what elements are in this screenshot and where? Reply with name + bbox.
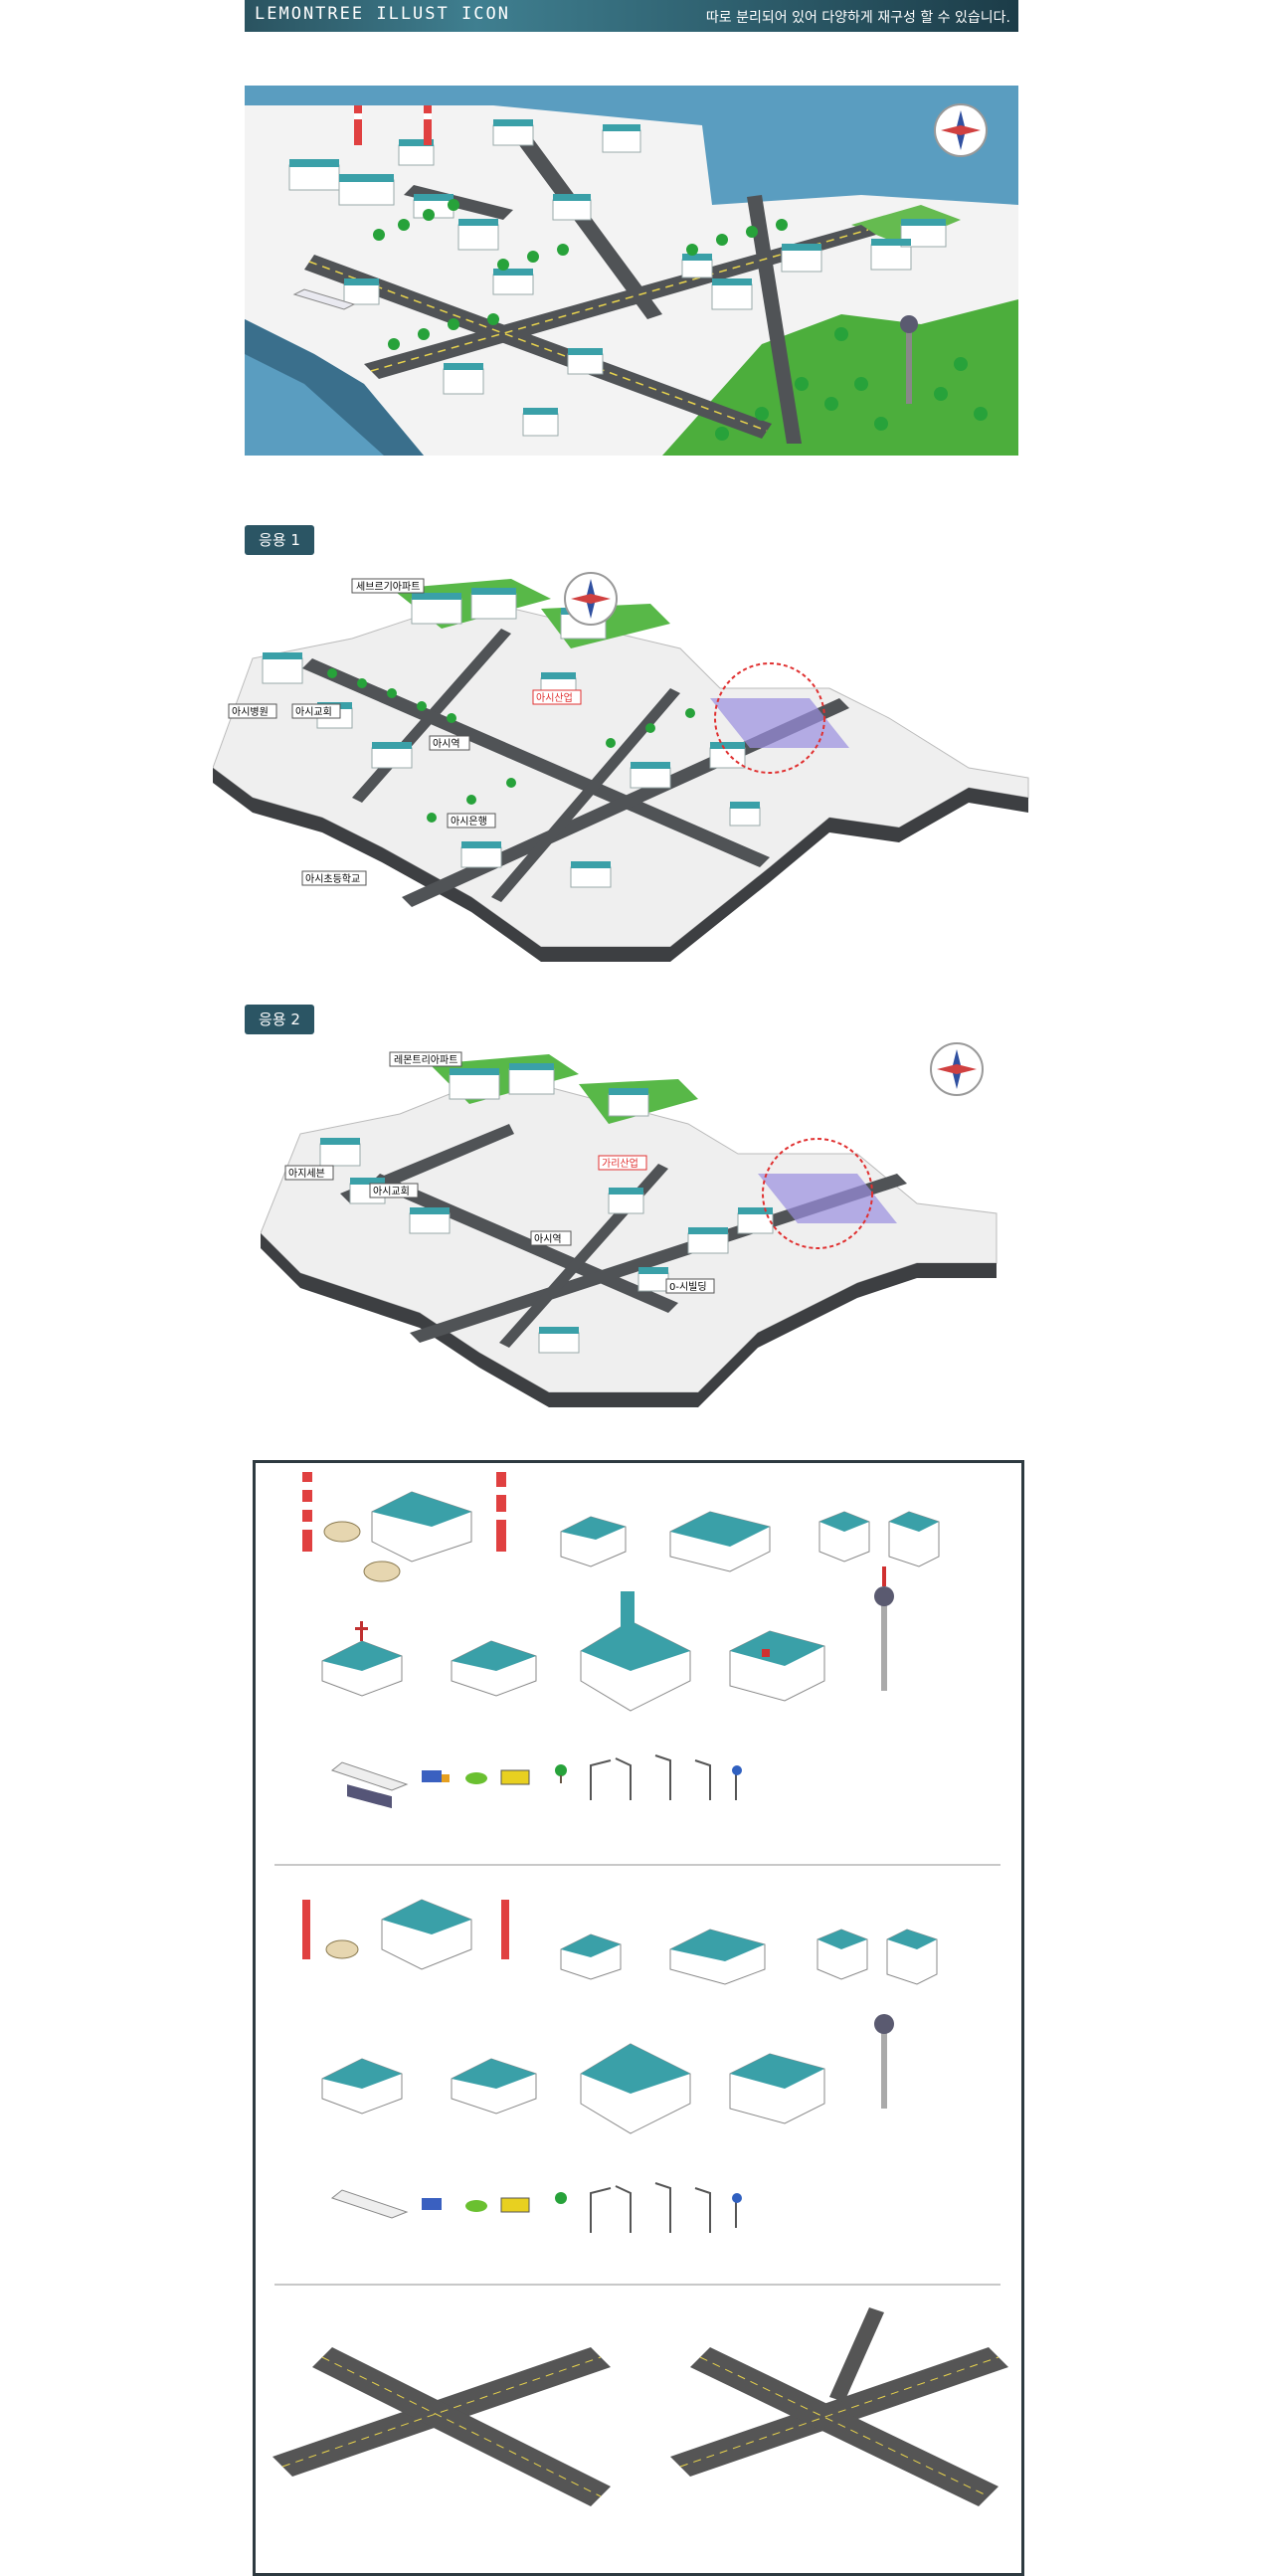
train-station-icon (580, 1591, 691, 1712)
office-icon (560, 1516, 627, 1567)
hospital-icon (729, 1630, 825, 1702)
warehouse-icon (451, 1640, 537, 1697)
building-simple-icon (817, 1929, 868, 1980)
map1-label-bank: 아시은행 (451, 816, 487, 828)
application-map-2: 레몬트리아파트 아지세븐 아시교회 아시역 가리산업 0-시빌딩 (261, 1042, 998, 1407)
map1-label-apt: 세브르기아파트 (356, 581, 420, 593)
header-tagline: 따로 분리되어 있어 다양하게 재구성 할 수 있습니다. (705, 10, 1010, 26)
ship-icon (330, 1761, 409, 1809)
tower-block-simple-icon (886, 1929, 938, 1985)
truck-simple-icon (422, 2198, 442, 2210)
tree-icon (555, 1764, 567, 1783)
tree-simple-icon (555, 2192, 567, 2204)
apartment-simple-icon (669, 1929, 766, 1985)
factory-icon (302, 1472, 506, 1582)
car-simple-icon (465, 2200, 487, 2212)
application-map-1: 세브르기아파트 아시병원 아시교회 아시역 아시산업 아시은행 아시초등학교 (213, 572, 1029, 962)
church-simple-icon (321, 2058, 403, 2115)
building-icon (818, 1511, 870, 1563)
map1-label-school: 아시초등학교 (305, 873, 360, 885)
hospital-simple-icon (729, 2053, 825, 2124)
map2-label-industrial: 가리산업 (602, 1157, 638, 1170)
crossroad-road-icon (272, 2347, 611, 2506)
apartment-icon (669, 1511, 771, 1572)
office-simple-icon (560, 1933, 622, 1980)
map1-label-hosp: 아시병원 (232, 706, 269, 718)
map2-label-apt: 레몬트리아파트 (394, 1054, 457, 1066)
map2-label-hosp: 아지세븐 (288, 1168, 325, 1180)
church-icon (321, 1621, 403, 1697)
truck-icon (422, 1770, 450, 1782)
map1-label-industrial: 아시산업 (536, 691, 573, 704)
factory-simple-icon (302, 1899, 509, 1970)
map1-label-station: 아시역 (433, 738, 460, 750)
bus-stop-simple-icon (732, 2193, 742, 2228)
map1-label-church: 아시교회 (295, 706, 332, 718)
bus-stop-icon (732, 1765, 742, 1800)
map2-label-station: 아시역 (534, 1233, 562, 1245)
car-icon (465, 1772, 487, 1784)
train-station-simple-icon (580, 2043, 691, 2134)
header-title: LEMONTREE ILLUST ICON (255, 4, 510, 24)
main-city-map (245, 86, 1018, 456)
warehouse-simple-icon (451, 2058, 537, 2115)
header-bar: LEMONTREE ILLUST ICON 따로 분리되어 있어 다양하게 재구… (245, 0, 1018, 32)
section-label-app1: 응용 1 (245, 525, 314, 555)
road-pieces (272, 2307, 1008, 2506)
tower-block-icon (888, 1511, 940, 1567)
map2-label-building: 0-시빌딩 (669, 1281, 707, 1293)
bus-icon (500, 1769, 530, 1785)
icon-set-colored (302, 1472, 940, 1809)
streetlight-icon (590, 1754, 711, 1800)
divider-2 (274, 2284, 1000, 2286)
junction-road-icon (670, 2307, 1008, 2506)
bus-simple-icon (500, 2197, 530, 2213)
tv-tower-simple-icon (874, 2014, 894, 2109)
streetlight-simple-icon (590, 2182, 711, 2233)
icon-set-simple (302, 1899, 938, 2233)
map2-label-church: 아시교회 (373, 1186, 410, 1197)
section-label-app2: 응용 2 (245, 1005, 314, 1034)
ship-simple-icon (330, 2189, 409, 2219)
divider-1 (274, 1864, 1000, 1866)
tv-tower-icon (874, 1566, 894, 1691)
